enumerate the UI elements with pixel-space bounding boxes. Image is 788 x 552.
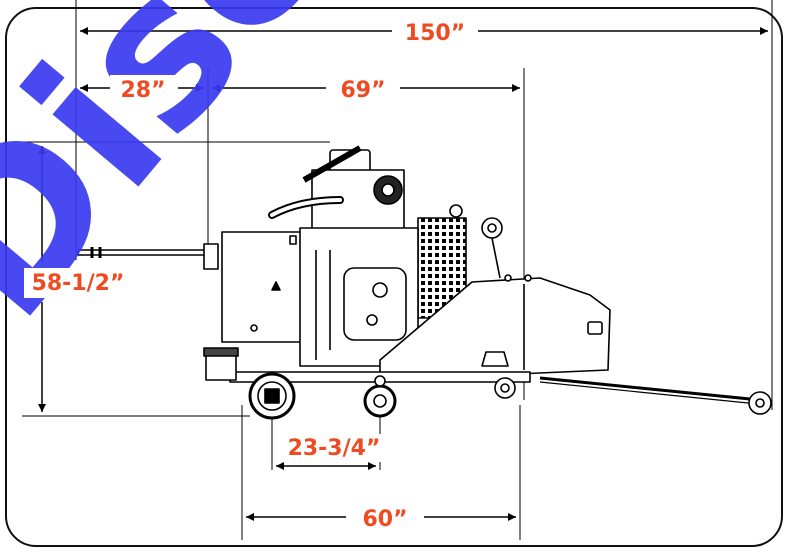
label-body-length: 69” bbox=[340, 78, 385, 103]
label-overall-length: 150” bbox=[405, 21, 465, 46]
diagram-frame bbox=[5, 7, 783, 547]
label-wheel-offset: 23-3/4” bbox=[288, 436, 381, 461]
front-housing bbox=[221, 231, 303, 343]
label-front-overhang: 28” bbox=[120, 78, 165, 103]
dimension-labels: 150” 28” 69” 58-1/2” 23-3/4” 60” bbox=[24, 18, 476, 533]
label-wheelbase: 60” bbox=[362, 507, 407, 532]
label-overall-height: 58-1/2” bbox=[32, 271, 125, 296]
machine-drawing bbox=[77, 145, 772, 420]
dimension-lines bbox=[38, 27, 768, 521]
